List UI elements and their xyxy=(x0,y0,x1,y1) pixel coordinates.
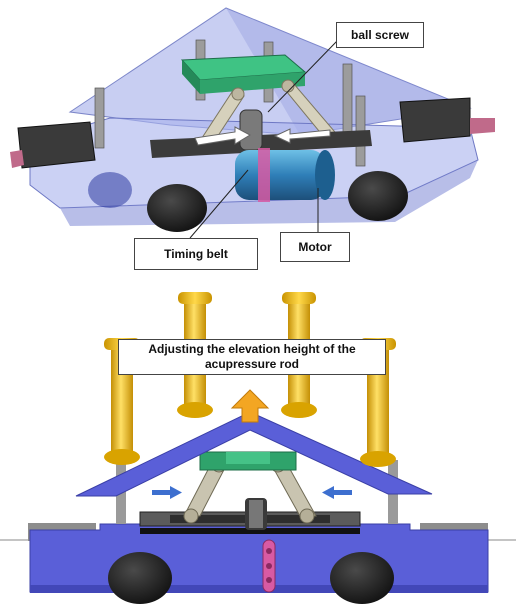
wheels-top xyxy=(88,171,408,232)
green-platform-bottom xyxy=(199,451,297,471)
green-platform-top xyxy=(180,54,307,94)
ball-screw-rail xyxy=(139,498,361,534)
left-arrow-icon xyxy=(322,486,352,499)
elevation-caption: Adjusting the elevation height of the ac… xyxy=(118,339,386,375)
up-arrow-icon xyxy=(230,389,270,423)
motor-label: Motor xyxy=(280,232,350,262)
wheels-bottom xyxy=(108,552,394,604)
callout-leaders xyxy=(189,39,339,239)
right-arrow-icon xyxy=(152,486,182,499)
timing-belt-label: Timing belt xyxy=(134,238,258,270)
belt-slot xyxy=(262,539,276,593)
ball-screw-assembly-top xyxy=(150,109,372,158)
motor-top xyxy=(235,148,335,202)
top-panel xyxy=(10,7,495,239)
acupressure-rods xyxy=(104,292,396,467)
ball-screw-label: ball screw xyxy=(336,22,424,48)
end-blocks-top xyxy=(10,97,495,169)
